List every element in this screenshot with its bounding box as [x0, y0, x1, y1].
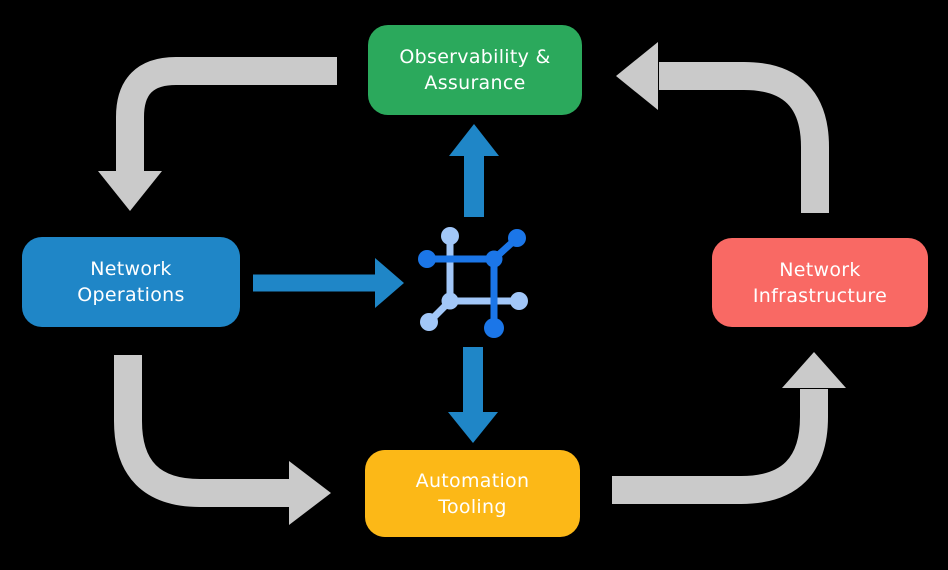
node-label-line: Automation [415, 469, 530, 492]
node-label-line: Network [779, 258, 861, 281]
arrow-icon-to-observability [449, 124, 499, 217]
node-automation-tooling: Automation Tooling [365, 450, 580, 537]
arrow-operations-to-automation [114, 355, 331, 525]
node-observability-assurance: Observability & Assurance [368, 25, 582, 115]
node-label-line: Infrastructure [752, 284, 888, 307]
arrow-icon-to-automation [448, 347, 498, 443]
arrow-observability-to-operations [98, 57, 337, 211]
node-network-infrastructure: Network Infrastructure [712, 238, 928, 327]
node-network-operations: Network Operations [22, 237, 240, 327]
node-label-line: Assurance [424, 72, 526, 94]
arrow-automation-to-infrastructure [612, 352, 846, 504]
arrow-operations-to-icon [253, 258, 404, 308]
node-label-line: Observability & [399, 46, 551, 68]
node-label-line: Operations [77, 284, 185, 306]
node-label-line: Tooling [438, 495, 507, 518]
arrow-infrastructure-to-observability [616, 42, 829, 213]
node-label-line: Network [90, 258, 172, 280]
network-fabric-icon [418, 227, 528, 338]
